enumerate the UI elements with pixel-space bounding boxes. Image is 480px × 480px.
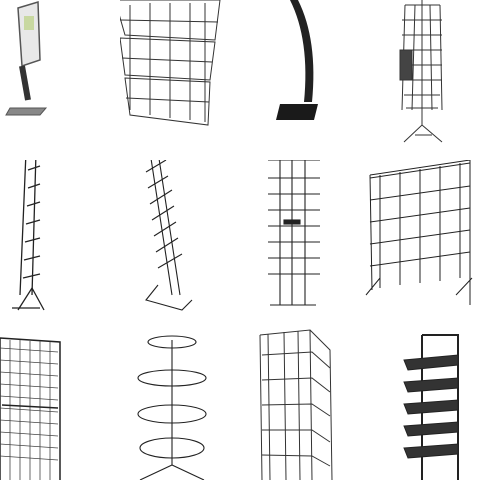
brochure-stand-curved [0,0,120,160]
curved-black-display-stand [240,0,360,160]
tall-literature-rack-1 [0,160,120,320]
tiered-round-basket-rack [120,320,240,480]
multi-tier-shelf-tower [240,320,360,480]
rotating-card-spinner [360,0,480,160]
black-basket-shelf-rack [360,320,480,480]
stacking-wire-baskets [120,0,240,160]
wide-magazine-rack [360,160,480,320]
wire-grid-panel-rack [0,320,120,480]
tall-literature-rack-2 [120,160,240,320]
double-sided-literature-rack [240,160,360,320]
